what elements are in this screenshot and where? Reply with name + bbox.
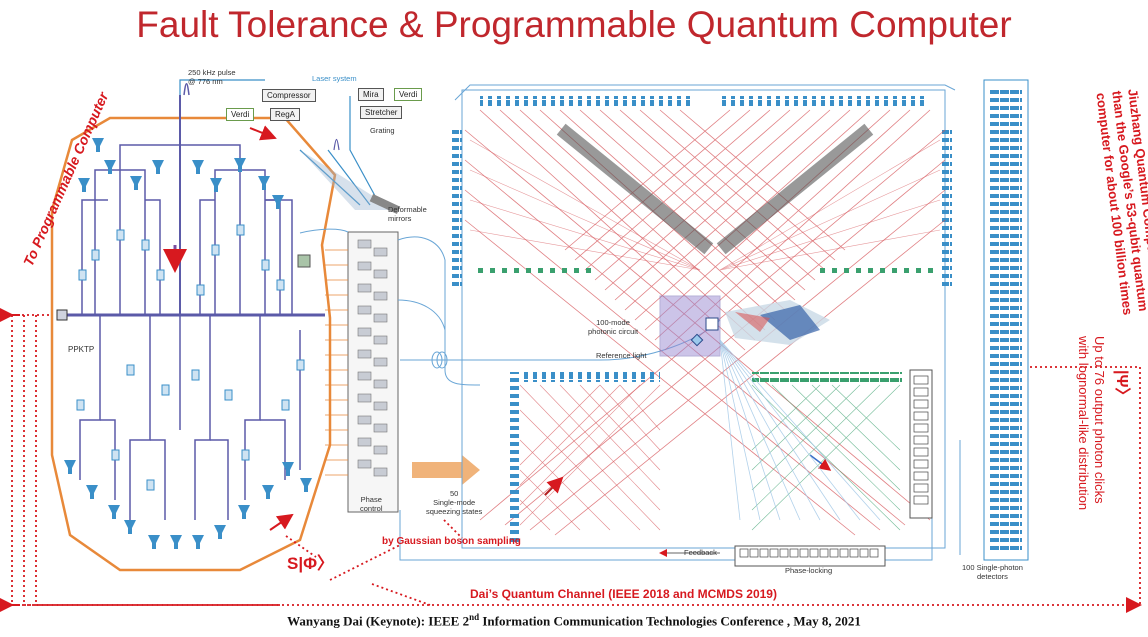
photonic-circuit-label: 100-mode photonic circuit (588, 318, 638, 336)
deformable-line1: Deformable (388, 205, 427, 214)
footer-citation: Wanyang Dai (Keynote): IEEE 2nd Informat… (0, 612, 1148, 629)
detectors-line2: detectors (977, 572, 1008, 581)
phase-control-line2: control (360, 504, 383, 513)
footer-suffix: Information Communication Technologies C… (479, 613, 861, 629)
annotation-dotted-lines (11, 314, 1141, 606)
psi-state-label: |Ψ〉 (1113, 370, 1130, 404)
phase-control-column (325, 231, 399, 513)
output-clicks-line1: Up to 76 output photon clicks (1092, 336, 1107, 504)
pulse-label: 250 kHz pulse @ 776 nm (188, 68, 236, 86)
phase-control-line1: Phase (360, 495, 382, 504)
interferometer-network (452, 79, 1029, 567)
detectors-line1: 100 Single-photon (962, 563, 1023, 572)
reference-light-label: Reference light (596, 351, 647, 360)
grating-label: Grating (370, 126, 395, 135)
footer-sup: nd (469, 612, 480, 622)
output-clicks-label: Up to 76 output photon clicks with logno… (1075, 336, 1107, 510)
stretcher-box: Stretcher (360, 106, 403, 119)
rega-box: RegA (270, 108, 301, 121)
compressor-box: Compressor (262, 89, 316, 102)
page-title: Fault Tolerance & Programmable Quantum C… (136, 4, 1012, 45)
photonic-circuit-line1: 100-mode (596, 318, 630, 327)
squeezing-line1: 50 (449, 489, 459, 498)
detectors-label: 100 Single-photon detectors (962, 563, 1023, 581)
ppktp-label: PPKTP (68, 345, 95, 354)
gaussian-boson-label: by Gaussian boson sampling (382, 536, 521, 547)
pulse-label-line1: 250 kHz pulse (188, 68, 236, 77)
verdi-left-box: Verdi (226, 108, 255, 121)
laser-system-label: Laser system (312, 74, 357, 83)
deformable-line2: mirrors (388, 214, 412, 223)
squeezing-arrow (412, 455, 480, 485)
squeezing-states-label: 50 Single-mode squeezing states (426, 489, 482, 516)
output-clicks-line2: with lognormal-like distribution (1076, 336, 1091, 511)
photonic-circuit-line2: photonic circuit (588, 327, 639, 336)
s-phi-state-label: S|Φ〉 (287, 554, 335, 573)
squeezing-line2: Single-mode (433, 498, 476, 507)
quantum-channel-label: Dai’s Quantum Channel (IEEE 2018 and MCM… (470, 587, 777, 601)
pulse-label-line2: @ 776 nm (188, 77, 223, 86)
phase-control-label: Phase control (360, 495, 383, 513)
feedback-label: Feedback (684, 548, 717, 557)
mira-box: Mira (358, 88, 384, 101)
squeezing-line3: squeezing states (426, 507, 483, 516)
phase-locking-label: Phase-locking (785, 566, 833, 575)
verdi-right-box: Verdi (394, 88, 423, 101)
deformable-mirrors-label: Deformable mirrors (388, 205, 427, 223)
laser-beam-lines (179, 79, 381, 206)
footer-prefix: Wanyang Dai (Keynote): IEEE 2 (287, 613, 470, 629)
photon-source-network (50, 95, 337, 572)
